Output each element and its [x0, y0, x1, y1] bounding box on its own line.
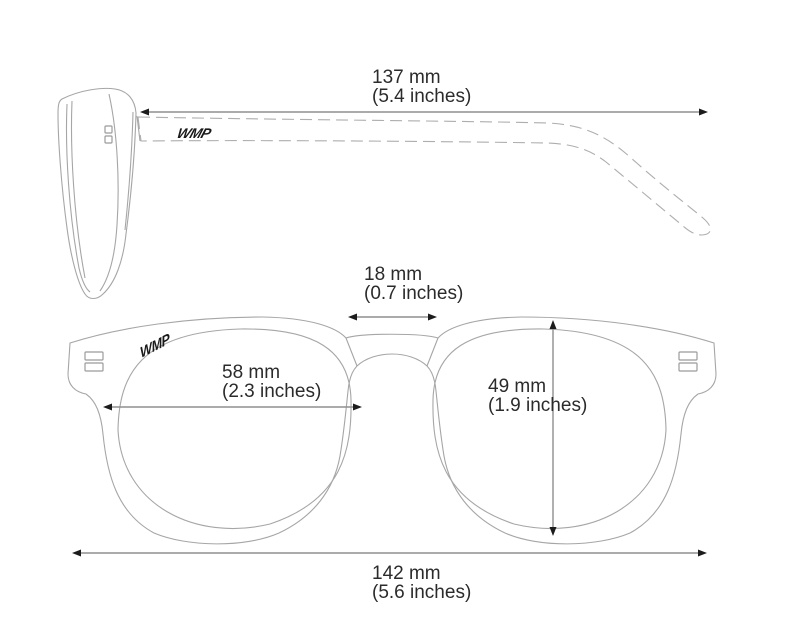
bridge-width-label: 18 mm (0.7 inches): [364, 265, 463, 303]
bridge-joint-right: [426, 337, 439, 367]
frame-front-edge-line: [124, 111, 134, 231]
lens-width-inches: (2.3 inches): [222, 381, 322, 402]
total-width-label: 142 mm (5.6 inches): [372, 564, 471, 602]
arrow-left-icon: [140, 108, 149, 116]
frame-front-facet-line: [99, 93, 119, 292]
lens-height-dimension: [549, 320, 557, 536]
rivet-icon: [104, 135, 113, 144]
lens-width-label: 58 mm (2.3 inches): [222, 363, 321, 401]
arrow-up-icon: [549, 320, 557, 329]
bridge-width-inches: (0.7 inches): [364, 283, 464, 304]
front-view-drawing: WMP: [67, 316, 717, 545]
total-width-inches: (5.6 inches): [372, 582, 472, 603]
hinge-rivets-front-left: [84, 351, 104, 372]
arrow-right-icon: [353, 403, 362, 411]
total-width-value: 142 mm: [372, 563, 441, 584]
arrow-right-icon: [428, 313, 437, 321]
lens-height-label: 49 mm (1.9 inches): [488, 377, 587, 415]
rivet-icon: [678, 362, 698, 372]
temple-length-label: 137 mm (5.4 inches): [372, 68, 471, 106]
bridge-width-dimension: [348, 313, 437, 321]
hinge-line: [136, 115, 141, 142]
bridge-joint-left: [345, 337, 358, 367]
arrow-down-icon: [549, 527, 557, 536]
total-width-dimension: [72, 549, 707, 557]
arrow-right-icon: [698, 549, 707, 557]
lens-height-value: 49 mm: [488, 376, 547, 397]
hinge-rivets-front-right: [678, 351, 698, 372]
lens-width-dimension: [103, 403, 362, 411]
rivet-icon: [678, 351, 698, 361]
arrow-left-icon: [348, 313, 357, 321]
arrow-left-icon: [103, 403, 112, 411]
lens-width-value: 58 mm: [222, 362, 281, 383]
hinge-rivets-side: [104, 125, 113, 144]
frame-front-inner-line-2: [70, 100, 86, 279]
arrow-right-icon: [699, 108, 708, 116]
bridge-width-value: 18 mm: [364, 264, 423, 285]
temple-length-inches: (5.4 inches): [372, 86, 472, 107]
dimension-lines: [72, 108, 708, 557]
left-lens-inner-outline: [117, 328, 352, 529]
rivet-icon: [84, 362, 104, 372]
temple-length-dimension: [140, 108, 708, 116]
side-view-drawing: WMP: [57, 87, 712, 300]
brand-logo-side: WMP: [175, 126, 214, 142]
rivet-icon: [84, 351, 104, 361]
lens-height-inches: (1.9 inches): [488, 395, 588, 416]
rivet-icon: [104, 125, 113, 134]
frame-front-silhouette: [67, 316, 717, 545]
right-lens-inner-outline: [432, 328, 667, 529]
temple-arm-outline: [137, 116, 712, 236]
arrow-left-icon: [72, 549, 81, 557]
temple-length-value: 137 mm: [372, 67, 441, 88]
frame-front-inner-line-1: [65, 103, 91, 293]
